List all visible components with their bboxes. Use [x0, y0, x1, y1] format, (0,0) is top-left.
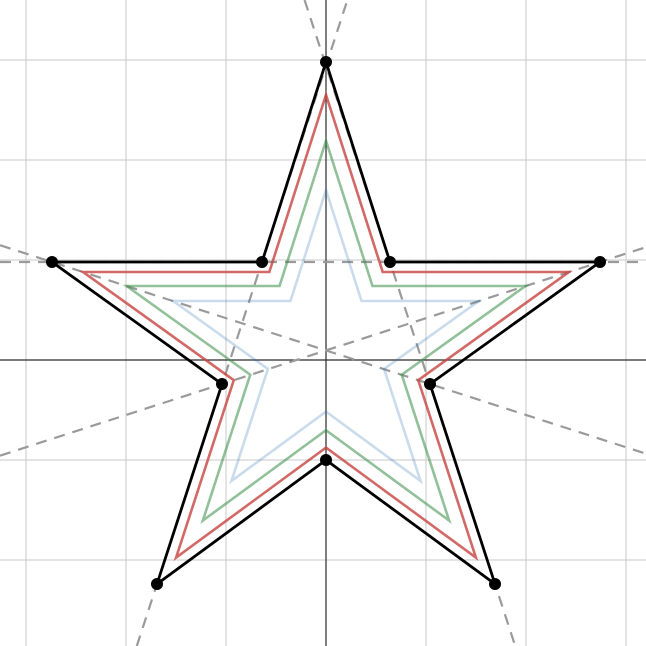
offset-stars — [79, 90, 573, 562]
vertex-point[interactable] — [320, 56, 332, 68]
vertex-points[interactable] — [46, 56, 606, 590]
vertex-point[interactable] — [594, 256, 606, 268]
vertex-point[interactable] — [46, 256, 58, 268]
vertex-point[interactable] — [424, 378, 436, 390]
star-offset-1 — [79, 90, 573, 562]
guide-line — [0, 244, 646, 455]
star-offset-3 — [169, 185, 483, 485]
star-offset-2 — [122, 136, 530, 525]
vertex-point[interactable] — [151, 578, 163, 590]
vertex-point[interactable] — [489, 578, 501, 590]
vertex-point[interactable] — [216, 378, 228, 390]
vertex-point[interactable] — [256, 256, 268, 268]
vertex-point[interactable] — [384, 256, 396, 268]
guide-line — [0, 246, 646, 457]
vertex-point[interactable] — [320, 454, 332, 466]
